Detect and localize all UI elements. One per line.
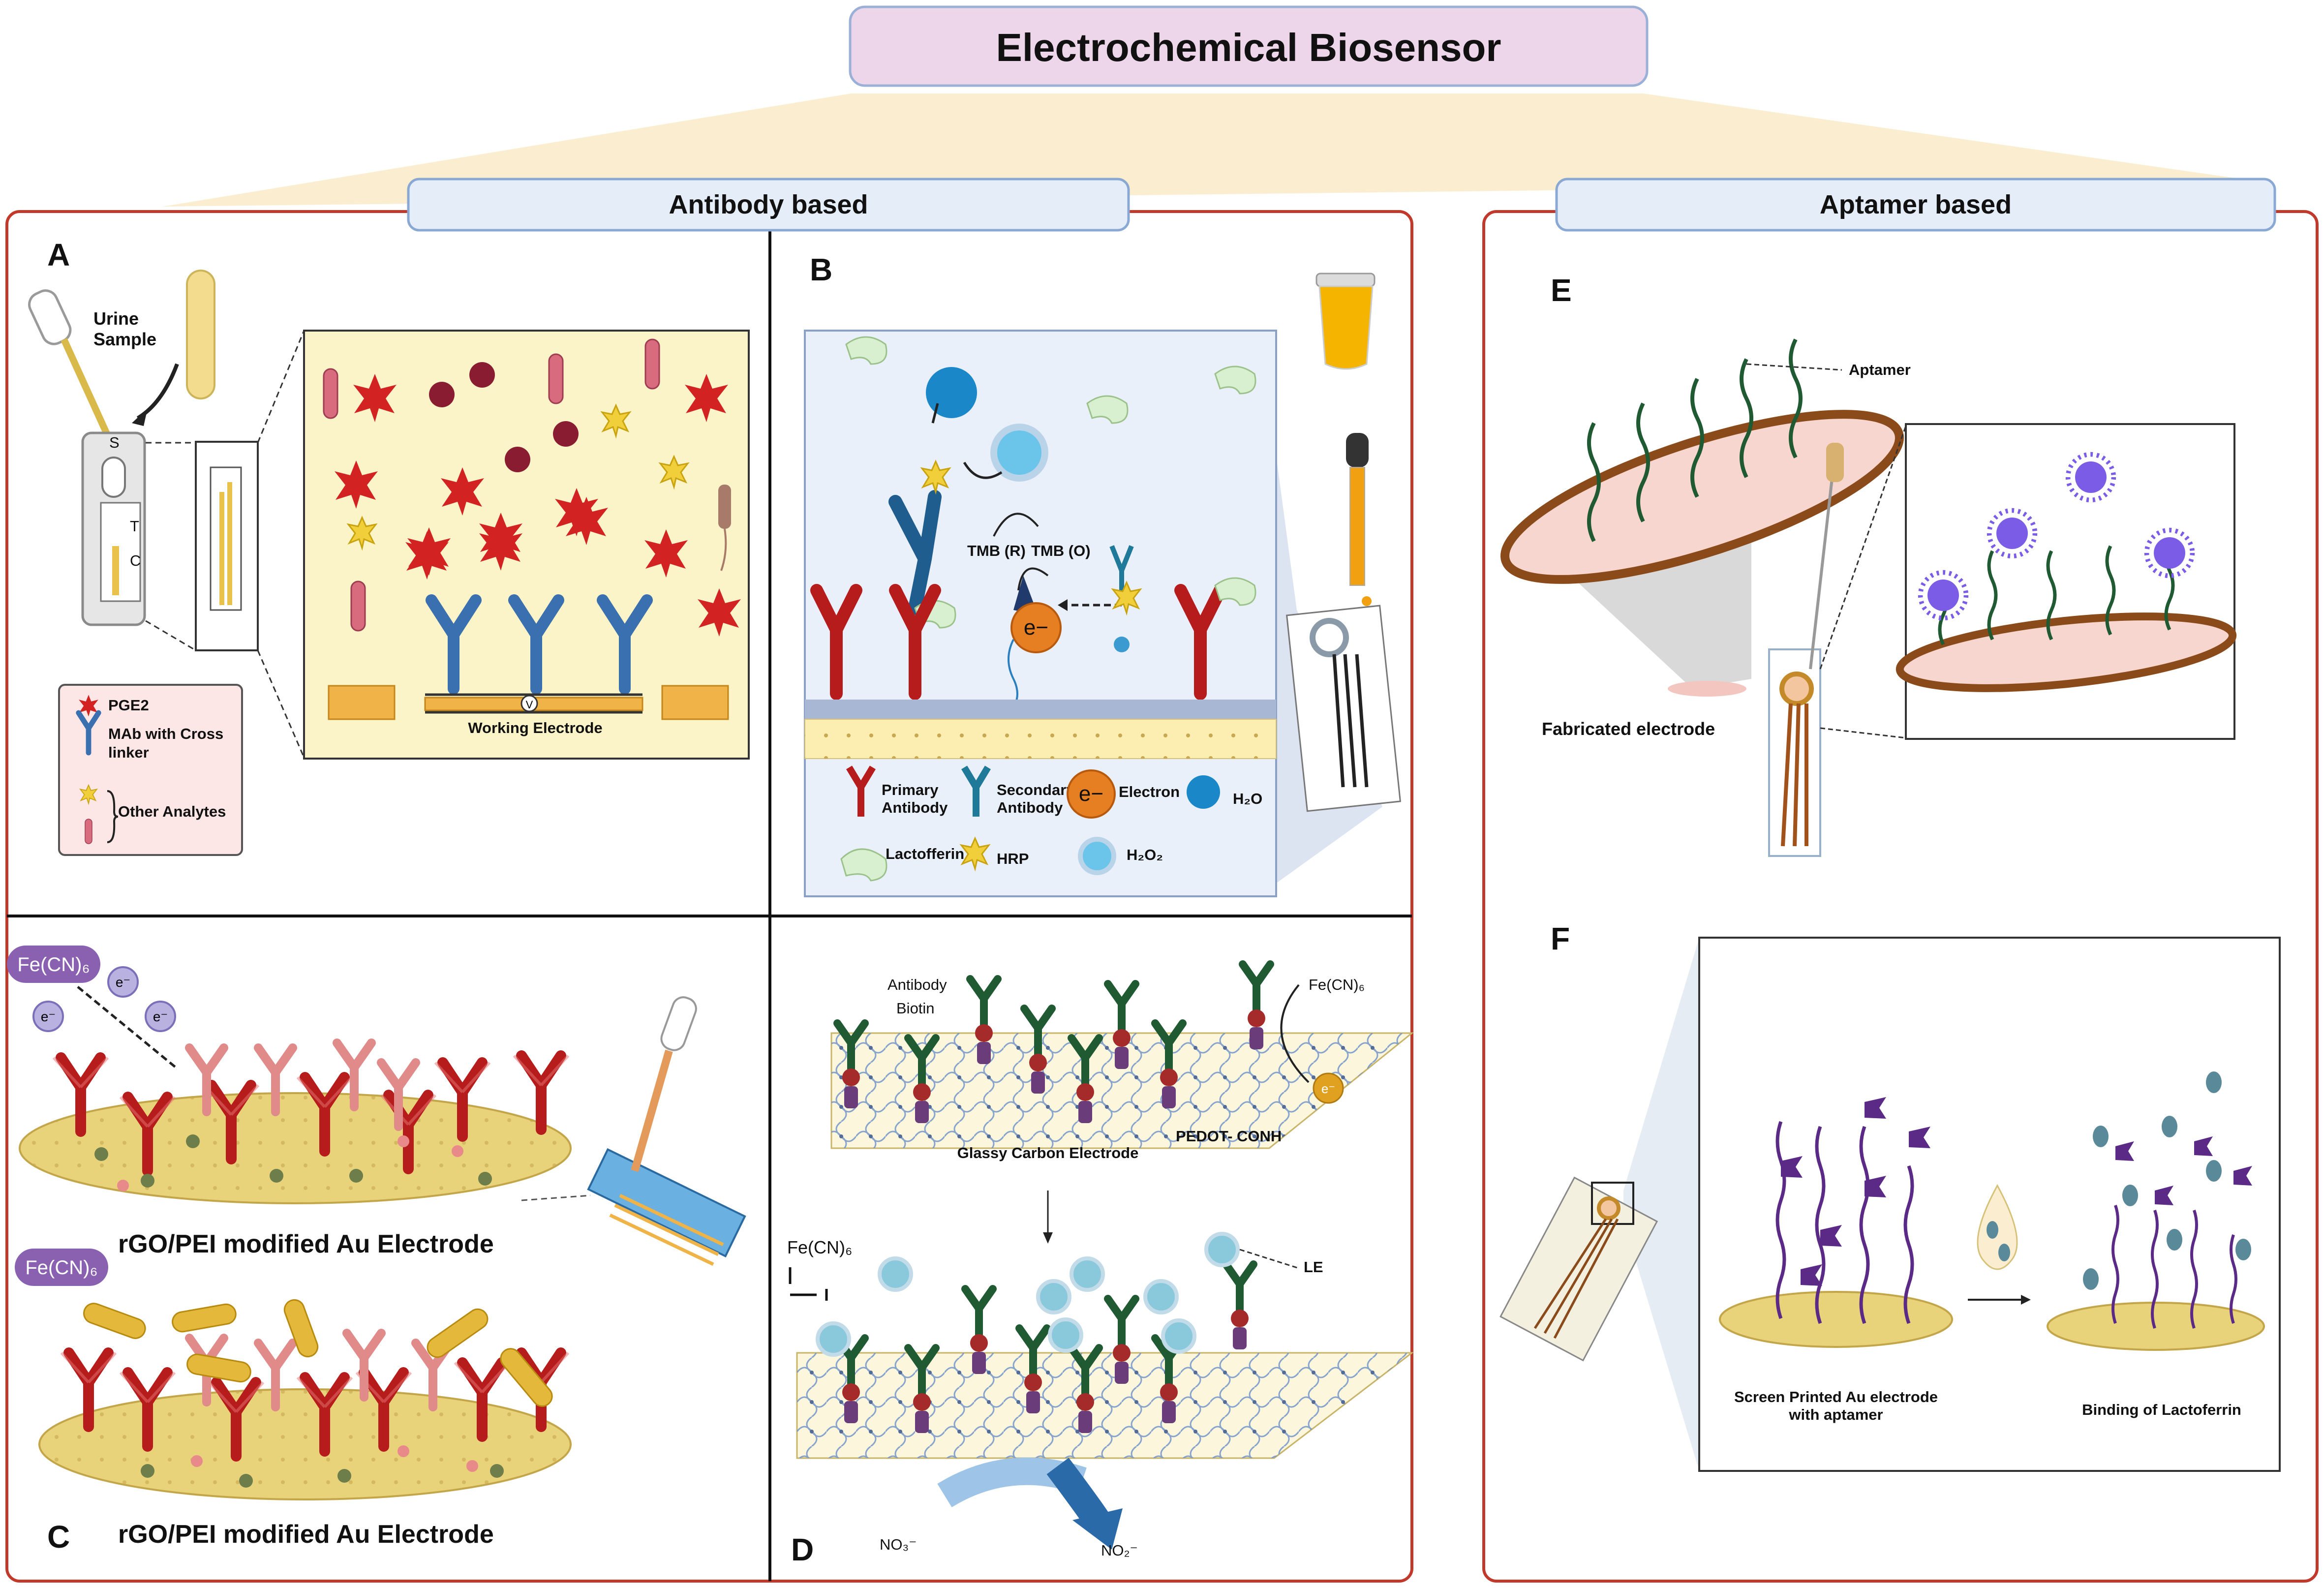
svg-text:Lactofferin: Lactofferin bbox=[886, 845, 964, 862]
c-electrode-label-2: rGO/PEI modified Au Electrode bbox=[118, 1520, 494, 1549]
svg-text:NO₃⁻: NO₃⁻ bbox=[880, 1536, 917, 1553]
svg-text:with aptamer: with aptamer bbox=[1788, 1406, 1883, 1423]
svg-text:Fe(CN)₆: Fe(CN)₆ bbox=[787, 1237, 853, 1257]
svg-text:Aptamer: Aptamer bbox=[1849, 361, 1911, 378]
header-aptamer: Aptamer based bbox=[1555, 178, 2276, 232]
svg-text:PEDOT- CONH: PEDOT- CONH bbox=[1176, 1128, 1282, 1145]
legend-a: PGE2 MAb with Cross linker Other Analyte… bbox=[58, 684, 243, 856]
title-box: Electrochemical Biosensor bbox=[849, 5, 1649, 87]
svg-text:Biotin: Biotin bbox=[896, 1000, 935, 1017]
svg-text:Glassy Carbon Electrode: Glassy Carbon Electrode bbox=[957, 1144, 1139, 1161]
svg-text:Electron: Electron bbox=[1119, 783, 1180, 800]
legend-b: Primary Antibody Secondary Antibody e− E… bbox=[840, 765, 1262, 882]
svg-text:LE: LE bbox=[1304, 1258, 1323, 1276]
svg-text:Antibody based: Antibody based bbox=[669, 190, 868, 219]
c-chip bbox=[587, 1148, 746, 1258]
svg-text:Secondary: Secondary bbox=[997, 781, 1075, 798]
svg-text:Screen Printed Au electrode: Screen Printed Au electrode bbox=[1734, 1388, 1938, 1405]
e-dropper bbox=[1809, 452, 1836, 670]
panel-e-letter: E bbox=[1551, 273, 1572, 308]
urine-cup-icon bbox=[1315, 273, 1376, 370]
sample-tube-icon bbox=[186, 270, 215, 399]
svg-text:H₂O: H₂O bbox=[1233, 790, 1262, 807]
svg-text:Other Analytes: Other Analytes bbox=[118, 803, 226, 820]
svg-text:Antibody: Antibody bbox=[997, 799, 1063, 816]
svg-text:Binding of Lactoferrin: Binding of Lactoferrin bbox=[2082, 1401, 2241, 1418]
svg-text:H₂O₂: H₂O₂ bbox=[1127, 846, 1163, 863]
test-cassette: S T C bbox=[81, 431, 146, 626]
svg-text:TMB (R): TMB (R) bbox=[967, 542, 1026, 559]
svg-text:Sample: Sample bbox=[93, 329, 156, 349]
panel-a-letter: A bbox=[47, 237, 70, 273]
panel-d-letter: D bbox=[791, 1532, 814, 1567]
arrow-icon bbox=[136, 363, 179, 420]
svg-text:linker: linker bbox=[108, 744, 149, 761]
svg-text:Antibody: Antibody bbox=[887, 976, 947, 993]
working-electrode-label: Working Electrode bbox=[468, 719, 602, 736]
svg-text:e⁻: e⁻ bbox=[153, 1009, 168, 1024]
svg-text:C: C bbox=[130, 552, 141, 569]
svg-text:Fe(CN)₆: Fe(CN)₆ bbox=[17, 954, 90, 976]
svg-text:Fe(CN)₆: Fe(CN)₆ bbox=[1309, 976, 1365, 993]
svg-text:V: V bbox=[526, 699, 533, 711]
svg-text:e−: e− bbox=[1024, 615, 1048, 640]
svg-text:HRP: HRP bbox=[997, 850, 1029, 867]
panel-c-letter: C bbox=[47, 1519, 70, 1555]
ferricyanide-badge-2: Fe(CN)₆ bbox=[15, 1249, 108, 1286]
svg-text:Aptamer based: Aptamer based bbox=[1820, 190, 2012, 219]
svg-text:Fe(CN)₆: Fe(CN)₆ bbox=[25, 1257, 97, 1279]
e-electrode-disc bbox=[1500, 410, 1904, 584]
e-aptamers bbox=[1587, 338, 1803, 542]
svg-text:Urine: Urine bbox=[93, 308, 139, 329]
svg-text:Antibody: Antibody bbox=[882, 799, 948, 816]
svg-text:Fabricated electrode: Fabricated electrode bbox=[1542, 719, 1715, 739]
c-electrode-label-1: rGO/PEI modified Au Electrode bbox=[118, 1230, 494, 1258]
svg-text:T: T bbox=[130, 518, 139, 535]
svg-text:TMB (O): TMB (O) bbox=[1031, 542, 1091, 559]
svg-text:PGE2: PGE2 bbox=[108, 697, 149, 714]
svg-text:MAb with Cross: MAb with Cross bbox=[108, 725, 223, 742]
c-dropper-icon bbox=[631, 996, 697, 1172]
svg-text:NO₂⁻: NO₂⁻ bbox=[1101, 1542, 1138, 1559]
ferricyanide-badge-1: Fe(CN)₆ bbox=[7, 946, 100, 983]
svg-text:S: S bbox=[109, 434, 120, 451]
pipette-icon bbox=[28, 289, 117, 449]
svg-text:e⁻: e⁻ bbox=[116, 975, 130, 990]
svg-text:e⁻: e⁻ bbox=[41, 1009, 56, 1024]
panel-f-letter: F bbox=[1551, 921, 1570, 956]
page-title: Electrochemical Biosensor bbox=[996, 26, 1501, 69]
b-electrode-chip bbox=[1285, 605, 1402, 812]
svg-text:Primary: Primary bbox=[882, 781, 939, 798]
svg-text:e−: e− bbox=[1079, 782, 1103, 806]
dropper-icon bbox=[1346, 433, 1372, 606]
svg-text:e⁻: e⁻ bbox=[1321, 1081, 1335, 1096]
panel-b-letter: B bbox=[810, 252, 832, 287]
header-antibody: Antibody based bbox=[407, 178, 1130, 232]
e-zoom-box bbox=[1905, 423, 2235, 740]
